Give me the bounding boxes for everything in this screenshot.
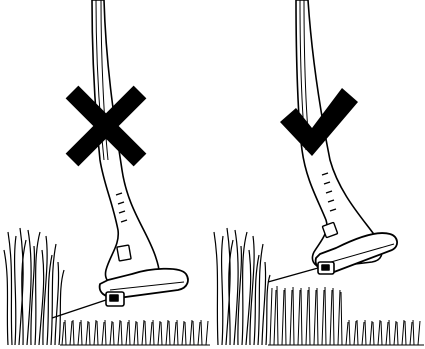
tall-grass-left xyxy=(3,227,65,346)
checkmark-icon xyxy=(280,88,358,156)
cut-grass-left xyxy=(60,319,210,346)
medium-grass-right xyxy=(268,285,424,346)
tall-grass-right xyxy=(213,227,271,346)
panel-incorrect xyxy=(3,0,210,346)
panel-correct xyxy=(213,0,424,346)
cross-icon xyxy=(65,85,147,167)
trimmer-left xyxy=(51,0,189,319)
trimmer-right xyxy=(267,0,398,283)
